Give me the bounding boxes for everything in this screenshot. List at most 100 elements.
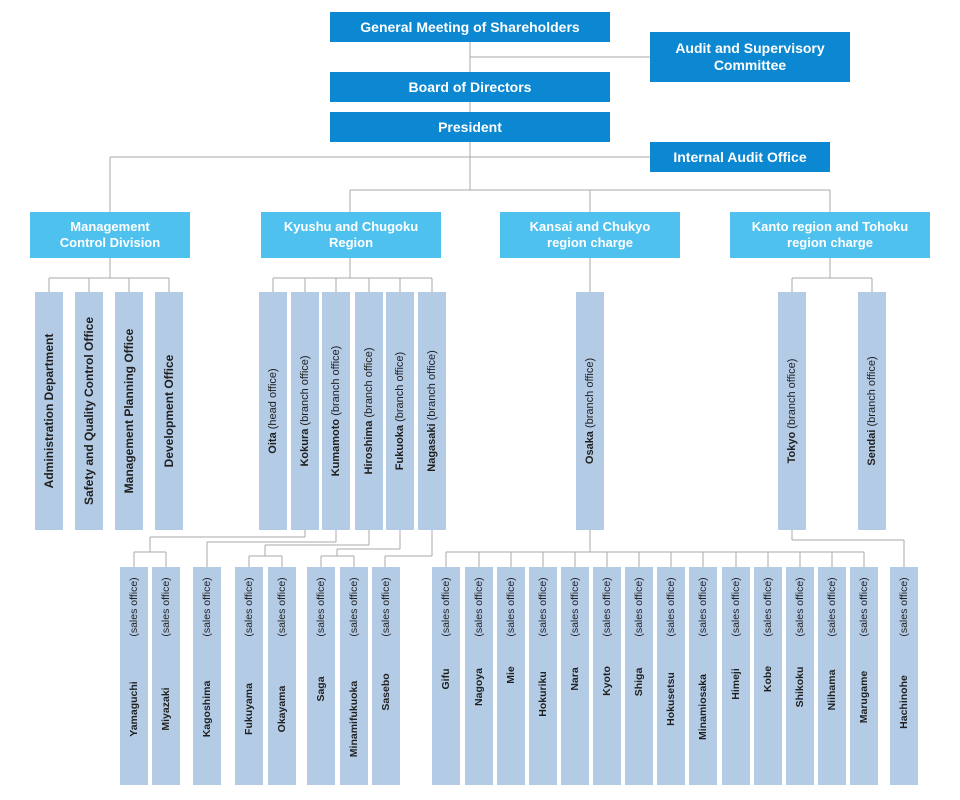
branch-type: (head office)	[267, 368, 279, 430]
branch-label: Tokyo (branch office)	[786, 359, 798, 464]
sales-office-name: Niihama	[826, 669, 838, 711]
sales-office-shikoku: Shikoku (sales office)	[786, 567, 814, 785]
branch-label: Sendai (branch office)	[866, 356, 878, 465]
sales-office-type: (sales office)	[473, 577, 485, 637]
branch-name: Kokura	[299, 428, 311, 467]
sales-office-minamifukuoka: Minamifukuoka (sales office)	[340, 567, 368, 785]
sales-office-name: Nagoya	[473, 668, 485, 706]
sales-office-type: (sales office)	[201, 577, 213, 637]
department-label: Management Planning Office	[122, 328, 136, 494]
sales-office-gifu: Gifu (sales office)	[432, 567, 460, 785]
sales-office-name: Marugame	[858, 670, 870, 724]
branch-label: Kokura (branch office)	[299, 355, 311, 466]
branch-name: Tokyo	[786, 431, 798, 464]
sales-office-niihama: Niihama (sales office)	[818, 567, 846, 785]
sales-office-type: (sales office)	[380, 577, 392, 637]
sales-office-name: Kagoshima	[201, 680, 213, 738]
sales-office-hachinohe: Hachinohe (sales office)	[890, 567, 918, 785]
branch-type: (branch office)	[426, 350, 438, 421]
sales-office-name: Hachinohe	[898, 675, 910, 729]
sales-office-name: Okayama	[276, 685, 288, 733]
division-label-1: Kyushu and Chugoku	[283, 219, 419, 234]
sales-office-type: (sales office)	[730, 577, 742, 637]
division-label-1: Kanto region and Tohoku	[751, 219, 909, 234]
branch-kumamoto: Kumamoto (branch office)	[322, 292, 350, 530]
sales-office-type: (sales office)	[826, 577, 838, 637]
sales-office-type: (sales office)	[128, 577, 140, 637]
sales-office-type: (sales office)	[537, 577, 549, 637]
sales-office-name: Himeji	[730, 668, 742, 700]
branch-name: Sendai	[866, 429, 878, 466]
internal-audit-label: Internal Audit Office	[673, 148, 807, 165]
branch-hiroshima: Hiroshima (branch office)	[355, 292, 383, 530]
branch-kokura: Kokura (branch office)	[291, 292, 319, 530]
sales-office-name: Yamaguchi	[128, 681, 140, 737]
sales-office-type: (sales office)	[315, 577, 327, 637]
branch-name: Nagasaki	[426, 423, 438, 472]
sales-office-name: Minamifukuoka	[348, 680, 360, 758]
sales-office-type: (sales office)	[601, 577, 613, 637]
audit-committee-box: Audit and Supervisory Committee	[650, 32, 850, 82]
sales-office-name: Sasebo	[380, 673, 392, 711]
board-box: Board of Directors	[330, 72, 610, 102]
branch-fukuoka: Fukuoka (branch office)	[386, 292, 414, 530]
division-label-1: Management	[70, 219, 150, 234]
sales-office-type: (sales office)	[762, 577, 774, 637]
department-safety-quality: Safety and Quality Control Office	[75, 292, 103, 530]
audit-committee-label-1: Audit and Supervisory	[675, 40, 825, 56]
sales-office-type: (sales office)	[898, 577, 910, 637]
department-management-planning: Management Planning Office	[115, 292, 143, 530]
sales-office-kobe: Kobe (sales office)	[754, 567, 782, 785]
division-management: Management Control Division	[30, 212, 190, 258]
division-label-2: region charge	[787, 235, 873, 250]
sales-office-nagoya: Nagoya (sales office)	[465, 567, 493, 785]
sales-office-sasebo: Sasebo (sales office)	[372, 567, 400, 785]
sales-office-saga: Saga (sales office)	[307, 567, 335, 785]
sales-office-shiga: Shiga (sales office)	[625, 567, 653, 785]
sales-office-type: (sales office)	[276, 577, 288, 637]
sales-office-miyazaki: Miyazaki (sales office)	[152, 567, 180, 785]
sales-office-kyoto: Kyoto (sales office)	[593, 567, 621, 785]
branch-tokyo: Tokyo (branch office)	[778, 292, 806, 530]
sales-office-name: Kyoto	[601, 666, 613, 696]
branch-name: Fukuoka	[394, 424, 406, 471]
branch-type: (branch office)	[330, 345, 342, 416]
sales-office-name: Hokuriku	[537, 671, 549, 717]
branch-name: Osaka	[584, 431, 596, 465]
branch-type: (branch office)	[786, 358, 798, 429]
sales-office-name: Shiga	[633, 667, 645, 697]
sales-office-type: (sales office)	[440, 577, 452, 637]
sales-office-name: Nara	[569, 667, 581, 691]
branch-type: (branch office)	[584, 357, 596, 429]
sales-office-name: Miyazaki	[160, 687, 172, 731]
president-box: President	[330, 112, 610, 142]
division-label-1: Kansai and Chukyo	[529, 219, 651, 234]
sales-office-name: Fukuyama	[243, 683, 255, 735]
department-administration: Administration Department	[35, 292, 63, 530]
sales-office-name: Kobe	[762, 665, 774, 693]
branch-label: Osaka (branch office)	[584, 358, 596, 464]
sales-office-fukuyama: Fukuyama (sales office)	[235, 567, 263, 785]
division-label-2: Control Division	[59, 235, 161, 250]
department-label: Safety and Quality Control Office	[82, 316, 96, 506]
branch-oita: Oita (head office)	[259, 292, 287, 530]
division-kyushu-chugoku: Kyushu and Chugoku Region	[261, 212, 441, 258]
sales-office-name: Shikoku	[794, 666, 806, 708]
branch-type: (branch office)	[363, 347, 375, 418]
sales-office-type: (sales office)	[505, 577, 517, 637]
internal-audit-box: Internal Audit Office	[650, 142, 830, 172]
branch-osaka: Osaka (branch office)	[576, 292, 604, 530]
sales-office-type: (sales office)	[633, 577, 645, 637]
sales-office-nara: Nara (sales office)	[561, 567, 589, 785]
shareholders-box: General Meeting of Shareholders	[330, 12, 610, 42]
president-label: President	[438, 118, 502, 135]
sales-office-name: Gifu	[440, 668, 452, 690]
sales-office-name: Saga	[315, 676, 327, 702]
sales-office-minamiosaka: Minamiosaka (sales office)	[689, 567, 717, 785]
sales-office-okayama: Okayama (sales office)	[268, 567, 296, 785]
sales-office-type: (sales office)	[160, 577, 172, 637]
sales-office-yamaguchi: Yamaguchi (sales office)	[120, 567, 148, 785]
sales-office-type: (sales office)	[243, 577, 255, 637]
branch-sendai: Sendai (branch office)	[858, 292, 886, 530]
